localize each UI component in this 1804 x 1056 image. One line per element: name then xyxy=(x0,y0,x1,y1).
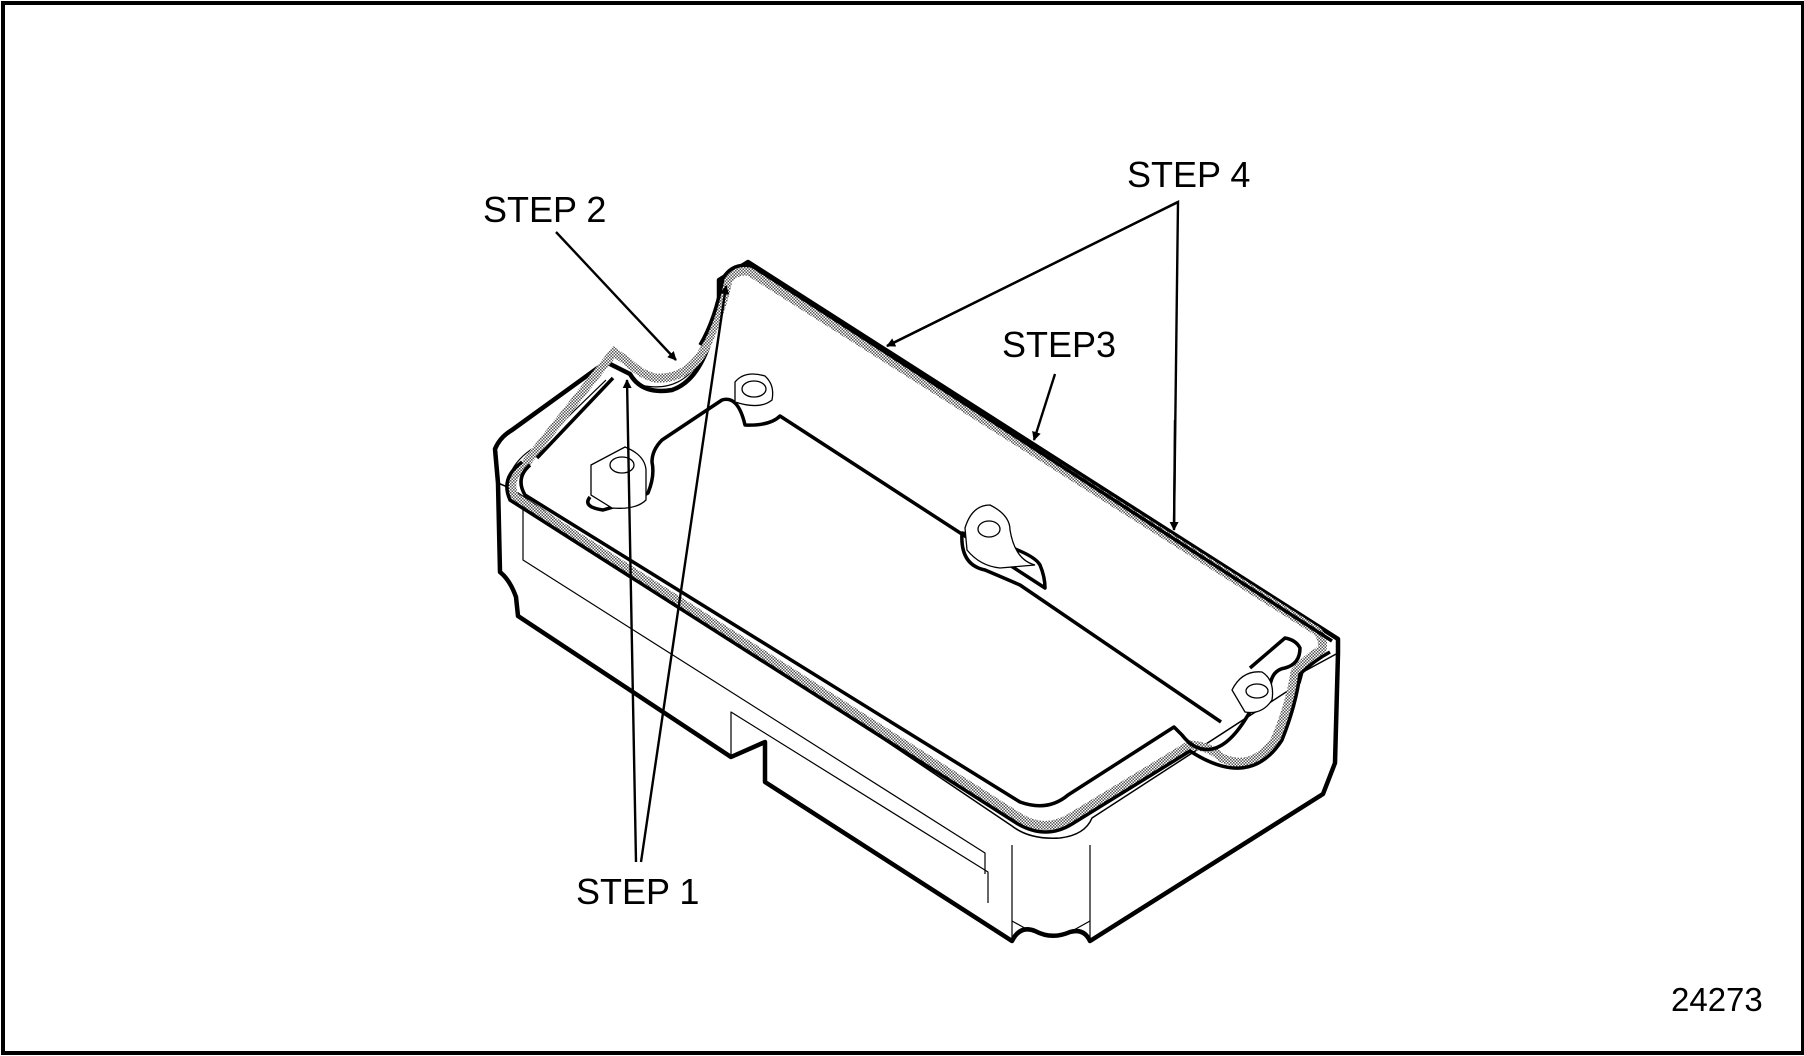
gasket-groove xyxy=(505,263,1333,834)
step3-label: STEP3 xyxy=(1002,324,1117,365)
step1-label: STEP 1 xyxy=(576,871,700,912)
step2-label: STEP 2 xyxy=(483,189,607,230)
step4-label: STEP 4 xyxy=(1127,154,1251,195)
figure-number: 24273 xyxy=(1671,981,1763,1018)
cover-body xyxy=(492,259,1341,944)
leader-arrows xyxy=(555,200,1180,863)
